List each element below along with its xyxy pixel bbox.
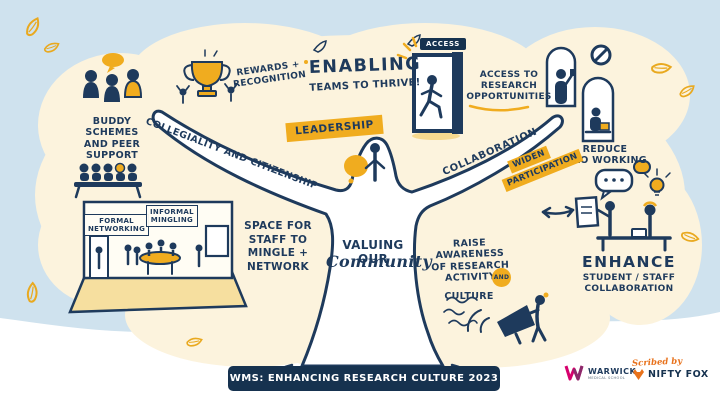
warwick-w-icon bbox=[564, 365, 584, 381]
and-badge: AND bbox=[492, 268, 511, 287]
space-to-mingle-label: SPACE FOR STAFF TO MINGLE + NETWORK bbox=[244, 220, 312, 273]
niftyfox-logo: Scribed by NIFTY FOX bbox=[631, 356, 709, 380]
gardener-figure-icon bbox=[364, 143, 386, 182]
widen-arrow-icon bbox=[541, 205, 575, 219]
formal-networking-label: FORMAL NETWORKING bbox=[84, 214, 150, 237]
title-banner: WMS: ENHANCING RESEARCH CULTURE 2023 bbox=[228, 366, 500, 391]
lightbulb-icon bbox=[643, 168, 671, 196]
warwick-name: WARWICK bbox=[588, 366, 637, 376]
warwick-logo: WARWICK MEDICAL SCHOOL bbox=[564, 363, 636, 383]
door-icon bbox=[396, 36, 530, 140]
access-door-sign: ACCESS bbox=[420, 38, 466, 51]
scribed-by-label: Scribed by bbox=[631, 356, 683, 370]
buddy-schemes-label: BUDDY SCHEMES AND PEER SUPPORT bbox=[83, 116, 141, 162]
trunk-title-line1: VALUING OUR bbox=[342, 238, 404, 267]
trophy-icon bbox=[176, 49, 238, 104]
buddy-group-icon bbox=[83, 53, 143, 102]
access-opportunities-label: ACCESS TO RESEARCH OPPORTUNITIES bbox=[466, 70, 552, 102]
watering-splash bbox=[344, 155, 368, 177]
warwick-subtitle: MEDICAL SCHOOL bbox=[588, 375, 626, 380]
peer-support-bench-icon bbox=[74, 162, 142, 199]
niftyfox-name: NIFTY FOX bbox=[648, 369, 709, 380]
collaboration-desk-icon bbox=[574, 160, 672, 252]
fox-icon bbox=[633, 369, 644, 380]
no-entry-icon bbox=[590, 44, 612, 66]
runner-figure-icon bbox=[419, 75, 443, 119]
culture-label: CULTURE bbox=[444, 291, 494, 302]
chat-bubble-icon bbox=[594, 168, 634, 201]
silo-towers-icon bbox=[545, 44, 615, 143]
enhance-title: ENHANCE bbox=[582, 253, 676, 271]
enhance-subtitle: STUDENT / STAFF COLLABORATION bbox=[582, 273, 676, 294]
informal-mingling-label: INFORMAL MINGLING bbox=[146, 205, 198, 228]
trunk-title-line2: Community bbox=[326, 252, 432, 271]
enabling-title: ENABLING bbox=[308, 54, 422, 78]
megaphone-icon bbox=[443, 292, 549, 345]
